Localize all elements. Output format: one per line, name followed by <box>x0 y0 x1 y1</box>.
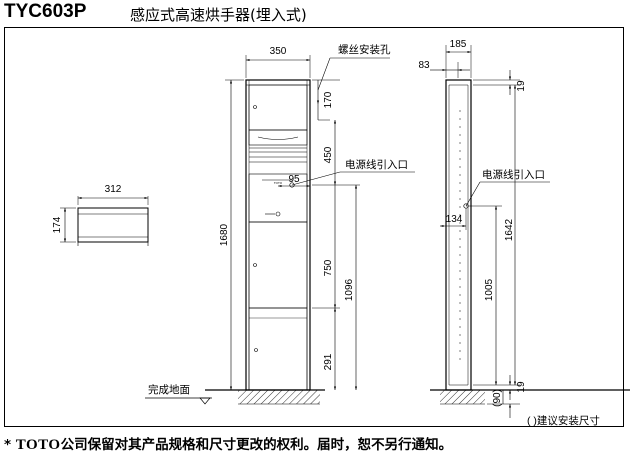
recommended-note: ( )建议安装尺寸 <box>527 414 600 427</box>
model-number: TYC603P <box>4 1 87 22</box>
front-height-label: 1680 <box>219 223 230 246</box>
drawing-frame <box>4 27 624 427</box>
side-view <box>430 45 630 418</box>
floor-label: 完成地面 <box>148 383 190 396</box>
top-view <box>60 196 149 246</box>
footer-notice: * TOTO公司保留对其产品规格和尺寸更改的权利。届时，恕不另行通知。 <box>4 433 452 454</box>
side-inlet-height-label: 1005 <box>484 278 495 301</box>
bottom-section-label: 291 <box>323 353 334 370</box>
power-inlet-side-label: 电源线引入口 <box>482 168 545 181</box>
front-view: TOTO <box>145 55 415 405</box>
power-inlet-front-label: 电源线引入口 <box>345 158 408 171</box>
side-top-gap-label: 19 <box>516 80 527 92</box>
side-front-offset-label: 83 <box>418 60 430 71</box>
inlet-offset-label: 95 <box>288 174 300 185</box>
mid-section-label: 750 <box>323 259 334 276</box>
side-depth-label: 185 <box>450 39 467 50</box>
side-height-label: 1642 <box>504 218 515 241</box>
footer-notice-text: 公司保留对其产品规格和尺寸更改的权利。届时，恕不另行通知。 <box>60 437 453 453</box>
screw-hole-label: 螺丝安装孔 <box>338 43 391 56</box>
upper-section-label: 450 <box>323 146 334 163</box>
screw-offset-label: 170 <box>323 91 334 108</box>
side-bottom-gap-label: 19 <box>516 381 527 393</box>
svg-text:TOTO: TOTO <box>274 181 283 185</box>
product-name: 感应式高速烘手器(埋入式) <box>130 6 307 24</box>
recommended-height-label: (90) <box>492 389 503 407</box>
footer-asterisk: * <box>4 437 12 453</box>
top-view-depth-label: 174 <box>52 216 63 233</box>
side-inlet-offset-label: 134 <box>446 214 463 225</box>
front-width-label: 350 <box>270 46 287 57</box>
footer-brand: TOTO <box>15 437 61 453</box>
top-view-width-label: 312 <box>105 184 122 195</box>
outlet-height-label: 1096 <box>344 278 355 301</box>
